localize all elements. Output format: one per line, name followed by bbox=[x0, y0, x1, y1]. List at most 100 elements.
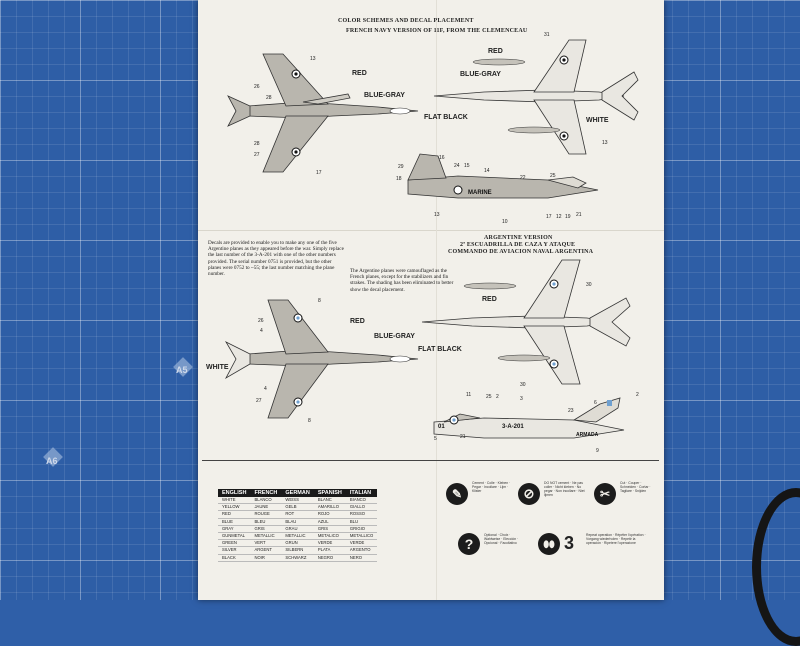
mat-label-a5: A5 bbox=[176, 365, 188, 375]
callout-4-ml: 4 bbox=[260, 328, 263, 334]
callout-15-fs: 15 bbox=[464, 163, 470, 169]
decal-note: Decals are provided to enable you to mak… bbox=[208, 240, 344, 278]
cell: VERT bbox=[250, 539, 282, 548]
cell: GELB bbox=[281, 503, 314, 512]
cell: BLUE bbox=[218, 518, 251, 526]
cell: ARGENTO bbox=[345, 546, 378, 555]
callout-17-tl: 17 bbox=[316, 170, 322, 176]
cell: SILBERN bbox=[281, 546, 314, 555]
callout-25-fs: 25 bbox=[550, 173, 556, 179]
cell: NERO bbox=[345, 554, 378, 562]
label-red-mid-right: RED bbox=[482, 296, 497, 303]
argentine-underside-aircraft bbox=[421, 259, 631, 385]
callout-26-ml: 26 bbox=[258, 318, 264, 324]
cell: BLANC bbox=[313, 497, 346, 505]
callout-12-fs: 12 bbox=[556, 214, 562, 220]
callout-3-as: 3 bbox=[520, 396, 523, 402]
callout-19-fs: 19 bbox=[565, 214, 571, 220]
argentine-side-view-aircraft: 01 3-A-201 ARMADA bbox=[433, 397, 625, 439]
cell: METALICO bbox=[313, 532, 346, 541]
label-flat-black-mid: FLAT BLACK bbox=[418, 346, 462, 353]
do-not-cement-caption: DO NOT cement · Ne pas coller · Nicht kl… bbox=[544, 481, 585, 497]
cell: RED bbox=[218, 510, 251, 519]
label-red-mid: RED bbox=[350, 318, 365, 325]
cement-icon: ✎ bbox=[446, 483, 468, 505]
callout-14-fs: 14 bbox=[484, 168, 490, 174]
cell: NEGRO bbox=[313, 554, 346, 562]
cell: YELLOW bbox=[218, 503, 251, 512]
cell: NOIR bbox=[250, 554, 282, 562]
col-german: GERMAN bbox=[281, 489, 314, 497]
callout-2b-as: 2 bbox=[636, 392, 639, 398]
cell: ROSSO bbox=[345, 510, 378, 519]
cell: GRAY bbox=[218, 525, 251, 534]
cell: GRIGIO bbox=[345, 525, 378, 534]
fold-line-top bbox=[198, 230, 664, 231]
cell: WHITE bbox=[218, 497, 251, 505]
callout-13-fs: 13 bbox=[434, 212, 440, 218]
cell: GRUN bbox=[281, 539, 314, 548]
label-blue-gray-mid: BLUE-GRAY bbox=[374, 333, 415, 340]
cell: GUNMETAL bbox=[218, 532, 251, 541]
cell: AZUL bbox=[313, 518, 346, 526]
cement-caption: Cement · Colle · Kleben · Pegar · Incoll… bbox=[472, 481, 511, 493]
label-blue-gray-top-left: BLUE-GRAY bbox=[364, 92, 405, 99]
cell: ROJO bbox=[313, 510, 346, 519]
mat-label-a6: A6 bbox=[46, 456, 58, 466]
cell: GRAU bbox=[281, 525, 314, 534]
legend-panel: ENGLISH FRENCH GERMAN SPANISH ITALIAN WH… bbox=[202, 460, 659, 597]
argentine-subtitle-1: 2ª ESCUADRILLA DE CAZA Y ATAQUE bbox=[460, 242, 576, 248]
cell: GREEN bbox=[218, 539, 251, 548]
callout-22-fs: 22 bbox=[520, 175, 526, 181]
header-title: COLOR SCHEMES AND DECAL PLACEMENT bbox=[338, 18, 474, 24]
french-fuselage-text: MARINE bbox=[468, 190, 492, 196]
cell: ARGENT bbox=[250, 546, 282, 555]
header-subtitle: FRENCH NAVY VERSION OF 11F, FROM THE CLE… bbox=[346, 28, 528, 34]
cell: VERDE bbox=[345, 539, 378, 548]
label-white-mid: WHITE bbox=[206, 364, 229, 371]
callout-8-ml: 8 bbox=[318, 298, 321, 304]
cell: ROT bbox=[281, 510, 314, 519]
callout-30-mr: 30 bbox=[586, 282, 592, 288]
cell: VERDE bbox=[313, 539, 346, 548]
callout-18-fs: 18 bbox=[396, 176, 402, 182]
callout-16-fs: 16 bbox=[439, 155, 445, 161]
callout-27-tl: 27 bbox=[254, 152, 260, 158]
cut-caption: Cut · Couper · Schneiden · Cortar · Tagl… bbox=[620, 481, 651, 493]
callout-10-fs: 10 bbox=[502, 219, 508, 225]
callout-21-as: 21 bbox=[460, 434, 466, 440]
callout-25-as: 25 bbox=[486, 394, 492, 400]
label-flat-black-top: FLAT BLACK bbox=[424, 114, 468, 121]
argentine-fuselage-text: ARMADA bbox=[576, 432, 599, 438]
french-plan-view-aircraft bbox=[227, 53, 419, 173]
callout-28b-tl: 28 bbox=[254, 141, 260, 147]
callout-5-as: 5 bbox=[434, 436, 437, 442]
callout-11-as: 11 bbox=[466, 392, 472, 398]
cell: BIANCO bbox=[345, 497, 378, 505]
cell: BLAU bbox=[281, 518, 314, 526]
cell: SILVER bbox=[218, 546, 251, 555]
callout-29-fs: 29 bbox=[398, 164, 404, 170]
repeat-count: 3 bbox=[564, 533, 575, 553]
cut-icon: ✂ bbox=[594, 483, 616, 505]
do-not-cement-icon: ⊘ bbox=[518, 483, 540, 505]
cell: AMARILLO bbox=[313, 503, 346, 512]
cell: JAUNE bbox=[250, 503, 282, 512]
argentine-subtitle-2: COMMANDO DE AVIACION NAVAL ARGENTINA bbox=[448, 249, 594, 255]
argentine-serial: 3-A-201 bbox=[502, 424, 524, 430]
label-blue-gray-top-right: BLUE-GRAY bbox=[460, 71, 501, 78]
callout-28-tl: 28 bbox=[266, 95, 272, 101]
cell: ROUGE bbox=[250, 510, 282, 519]
cell: BLACK bbox=[218, 554, 251, 562]
label-white-top-right: WHITE bbox=[586, 117, 609, 124]
color-translation-table: ENGLISH FRENCH GERMAN SPANISH ITALIAN WH… bbox=[218, 489, 378, 562]
french-side-view-aircraft: MARINE bbox=[407, 153, 599, 199]
label-red-top-right: RED bbox=[488, 48, 503, 55]
cell: BLANCO bbox=[250, 497, 282, 505]
